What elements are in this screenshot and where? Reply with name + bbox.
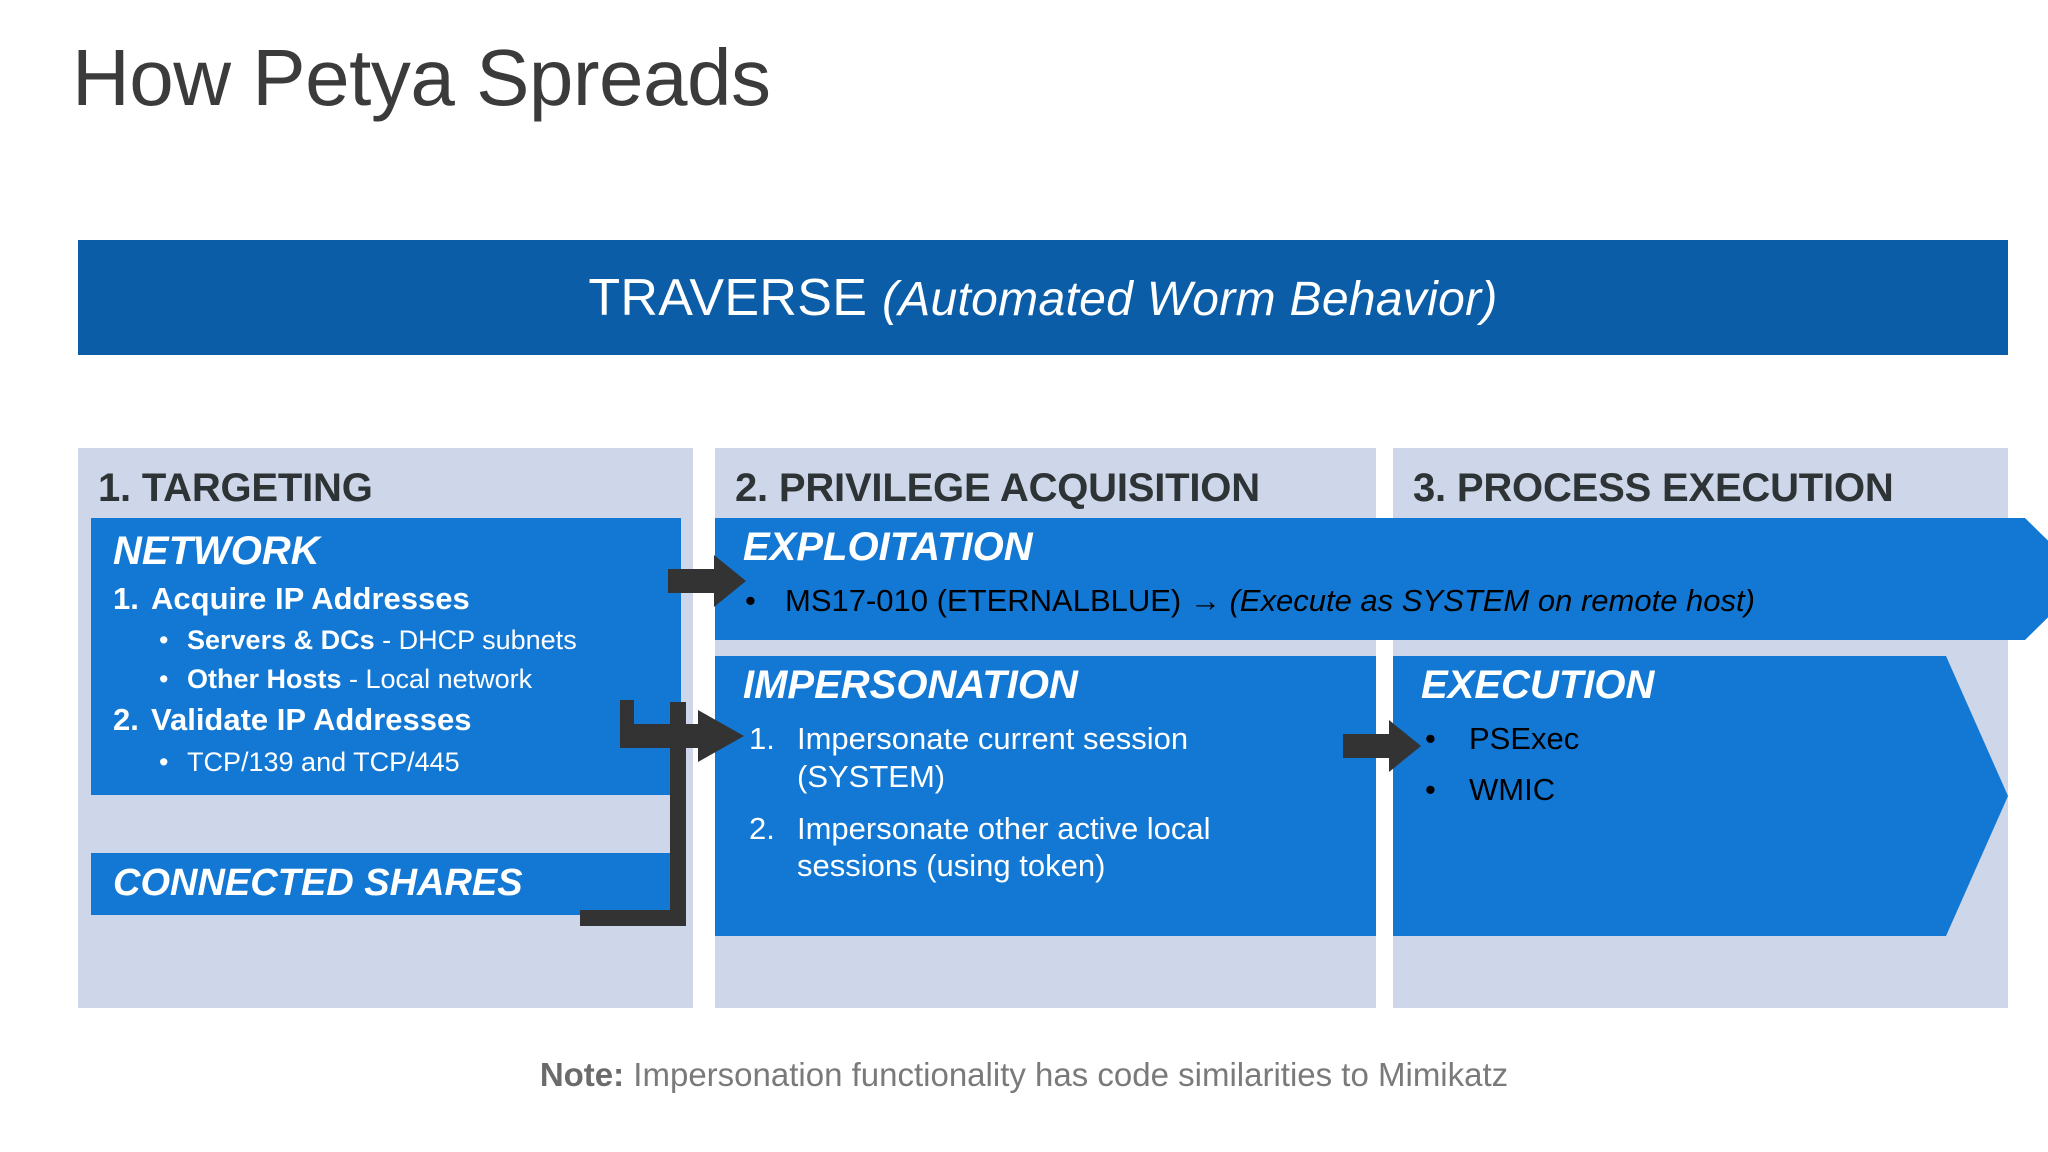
list-item: • MS17-010 (ETERNALBLUE) → (Execute as S… — [745, 582, 2048, 619]
list-item: • Other Hosts - Local network — [159, 662, 681, 696]
list-text: Impersonate current session (SYSTEM) — [797, 721, 1189, 794]
list-marker: 2. — [113, 702, 139, 738]
footer-note: Note: Impersonation functionality has co… — [0, 1056, 2048, 1094]
right-arrow-icon: → — [1189, 583, 1221, 618]
list-marker: 2. — [749, 810, 775, 846]
traverse-label: TRAVERSE — [588, 268, 868, 327]
list-text: Acquire IP Addresses — [151, 581, 470, 616]
box-exploitation: EXPLOITATION • MS17-010 (ETERNALBLUE) → … — [715, 518, 2048, 640]
list-text: PSExec — [1469, 721, 1580, 756]
list-marker: • — [159, 746, 169, 777]
list-text: Servers & DCs - DHCP subnets — [187, 625, 577, 656]
list-item: • WMIC — [1425, 771, 2008, 808]
stage-panel-targeting: 1. TARGETING NETWORK 1. Acquire IP Addre… — [78, 448, 693, 1008]
list-item: 2. Validate IP Addresses — [113, 701, 681, 739]
traverse-subtitle: (Automated Worm Behavior) — [881, 272, 1498, 326]
list-item: 2. Impersonate other active local sessio… — [749, 810, 1376, 886]
box-title-execution: EXECUTION — [1421, 663, 1655, 707]
list-marker: • — [1425, 772, 1436, 808]
list-text: TCP/139 and TCP/445 — [187, 746, 460, 777]
list-text: MS17-010 (ETERNALBLUE) → (Execute as SYS… — [785, 583, 1755, 618]
box-title-exploitation: EXPLOITATION — [743, 525, 1033, 569]
stage-header-targeting: 1. TARGETING — [98, 466, 373, 510]
box-impersonation: IMPERSONATION 1. Impersonate current ses… — [715, 656, 1376, 936]
stage-header-process-execution: 3. PROCESS EXECUTION — [1413, 466, 1894, 510]
connector-arrow-network-to-exploitation — [668, 555, 746, 607]
list-text: Impersonate other active local sessions … — [797, 810, 1211, 884]
connector-arrow-impersonation-to-execution — [1343, 720, 1421, 772]
list-item: • PSExec — [1425, 720, 2008, 757]
connector-arrow-connected-shares-to-impersonation — [580, 700, 744, 926]
list-marker: • — [159, 664, 169, 695]
box-title-network: NETWORK — [113, 529, 320, 573]
list-marker: 1. — [749, 721, 775, 756]
box-connected-shares: CONNECTED SHARES — [91, 853, 681, 915]
list-marker: • — [1425, 721, 1436, 756]
list-marker: 1. — [113, 581, 139, 616]
traverse-banner: TRAVERSE (Automated Worm Behavior) — [78, 240, 2008, 355]
box-title-impersonation: IMPERSONATION — [743, 663, 1078, 707]
list-item: 1. Impersonate current session (SYSTEM) — [749, 720, 1376, 796]
list-text: WMIC — [1469, 772, 1556, 808]
list-text: Validate IP Addresses — [151, 702, 472, 738]
stages-container: 1. TARGETING NETWORK 1. Acquire IP Addre… — [78, 448, 2008, 1008]
footer-note-text: Impersonation functionality has code sim… — [624, 1056, 1509, 1093]
list-item: • TCP/139 and TCP/445 — [159, 745, 681, 779]
stage-header-privilege-acquisition: 2. PRIVILEGE ACQUISITION — [735, 466, 1260, 510]
list-marker: • — [159, 625, 169, 656]
footer-note-label: Note: — [539, 1056, 625, 1093]
page-title: How Petya Spreads — [72, 33, 771, 122]
list-text: Other Hosts - Local network — [187, 664, 533, 695]
traverse-banner-text: TRAVERSE (Automated Worm Behavior) — [588, 268, 1497, 328]
network-items: 1. Acquire IP Addresses • Servers & DCs … — [91, 580, 681, 779]
box-execution: EXECUTION • PSExec • WMIC — [1393, 656, 2008, 936]
list-item: 1. Acquire IP Addresses — [113, 580, 681, 618]
list-item: • Servers & DCs - DHCP subnets — [159, 623, 681, 657]
list-marker: • — [745, 583, 756, 618]
box-network: NETWORK 1. Acquire IP Addresses • Server… — [91, 518, 681, 795]
box-title-connected-shares: CONNECTED SHARES — [113, 862, 523, 905]
